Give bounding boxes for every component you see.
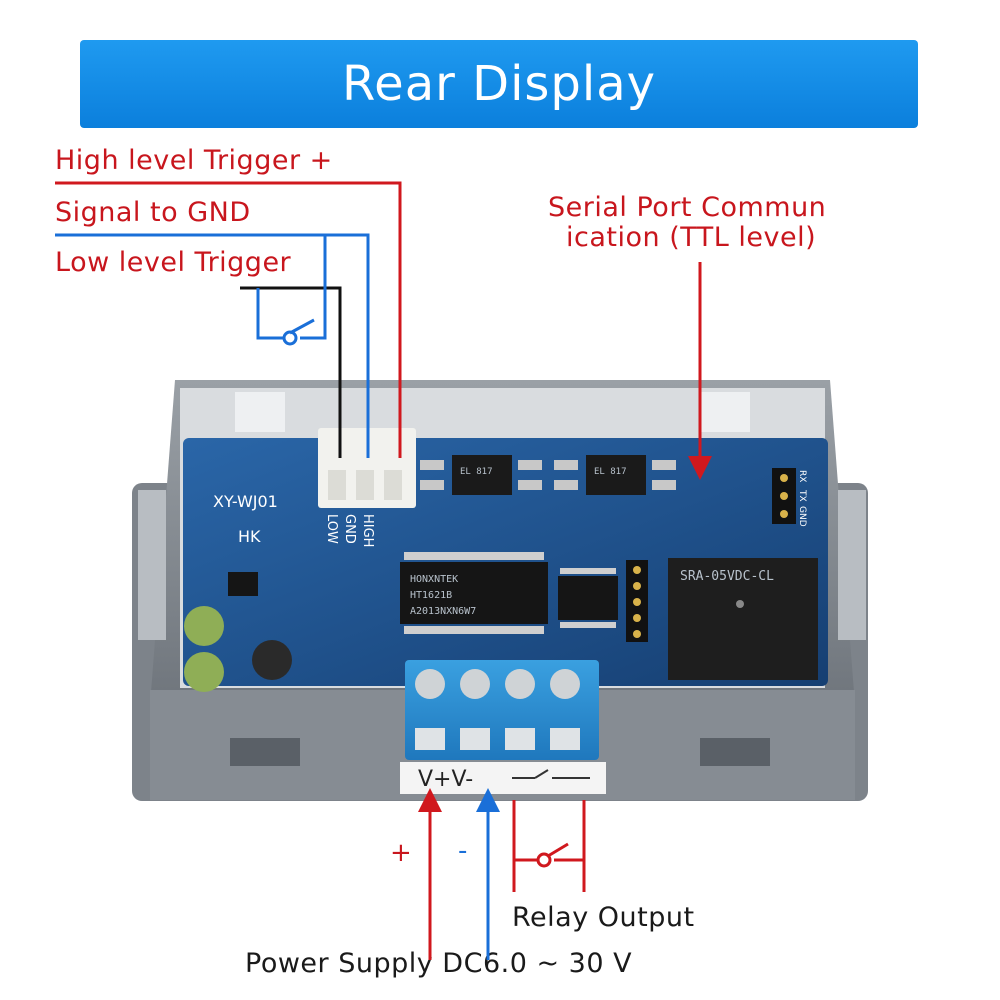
svg-text:RX: RX: [797, 470, 807, 482]
serial-port-label-line1: Serial Port Commun: [548, 192, 827, 223]
svg-text:HONXNTEK: HONXNTEK: [410, 574, 458, 585]
svg-text:HT1621B: HT1621B: [410, 590, 452, 601]
svg-text:TX: TX: [797, 489, 807, 502]
relay-output-label: Relay Output: [512, 902, 695, 933]
negative-sign: -: [458, 836, 468, 866]
relay-model-text: SRA-05VDC-CL: [680, 569, 774, 584]
svg-text:A2013NXN6W7: A2013NXN6W7: [410, 606, 476, 617]
svg-text:EL 817: EL 817: [460, 467, 493, 477]
relay: SRA-05VDC-CL: [668, 558, 818, 680]
input-connector: LOW GND HIGH: [318, 428, 416, 547]
board-maker-text: HK: [238, 527, 261, 546]
pin-gnd-text: GND: [342, 514, 357, 544]
switch-contact-icon: [282, 330, 298, 346]
optocoupler-1: EL 817: [420, 455, 542, 495]
terminal-label: V+V-: [418, 767, 473, 792]
title-banner: Rear Display: [80, 40, 918, 128]
serial-port-label-line2: ication (TTL level): [566, 222, 817, 253]
low-level-trigger-label: Low level Trigger: [55, 247, 292, 278]
power-relay-wires: [418, 788, 586, 960]
display-driver-chip: HONXNTEK HT1621B A2013NXN6W7: [400, 552, 548, 634]
svg-text:GND: GND: [797, 506, 807, 527]
optocoupler-2: EL 817: [554, 455, 676, 495]
positive-sign: +: [390, 838, 412, 868]
board-model-text: XY-WJ01: [213, 492, 278, 511]
pin-high-text: HIGH: [360, 514, 375, 547]
trigger-wires: [55, 181, 402, 458]
banner-title: Rear Display: [341, 56, 657, 112]
capacitors: [184, 572, 292, 692]
power-supply-label: Power Supply DC6.0 ~ 30 V: [245, 948, 633, 979]
high-level-trigger-label: High level Trigger +: [55, 145, 333, 176]
mcu-chip: [558, 568, 618, 628]
serial-header: RX TX GND: [772, 468, 807, 527]
relay-contact-icon: [536, 852, 552, 868]
pin-header-j1: [626, 560, 648, 642]
pin-low-text: LOW: [324, 514, 339, 544]
signal-to-gnd-label: Signal to GND: [55, 197, 251, 228]
svg-text:EL 817: EL 817: [594, 467, 627, 477]
terminal-block: V+V-: [400, 660, 606, 794]
